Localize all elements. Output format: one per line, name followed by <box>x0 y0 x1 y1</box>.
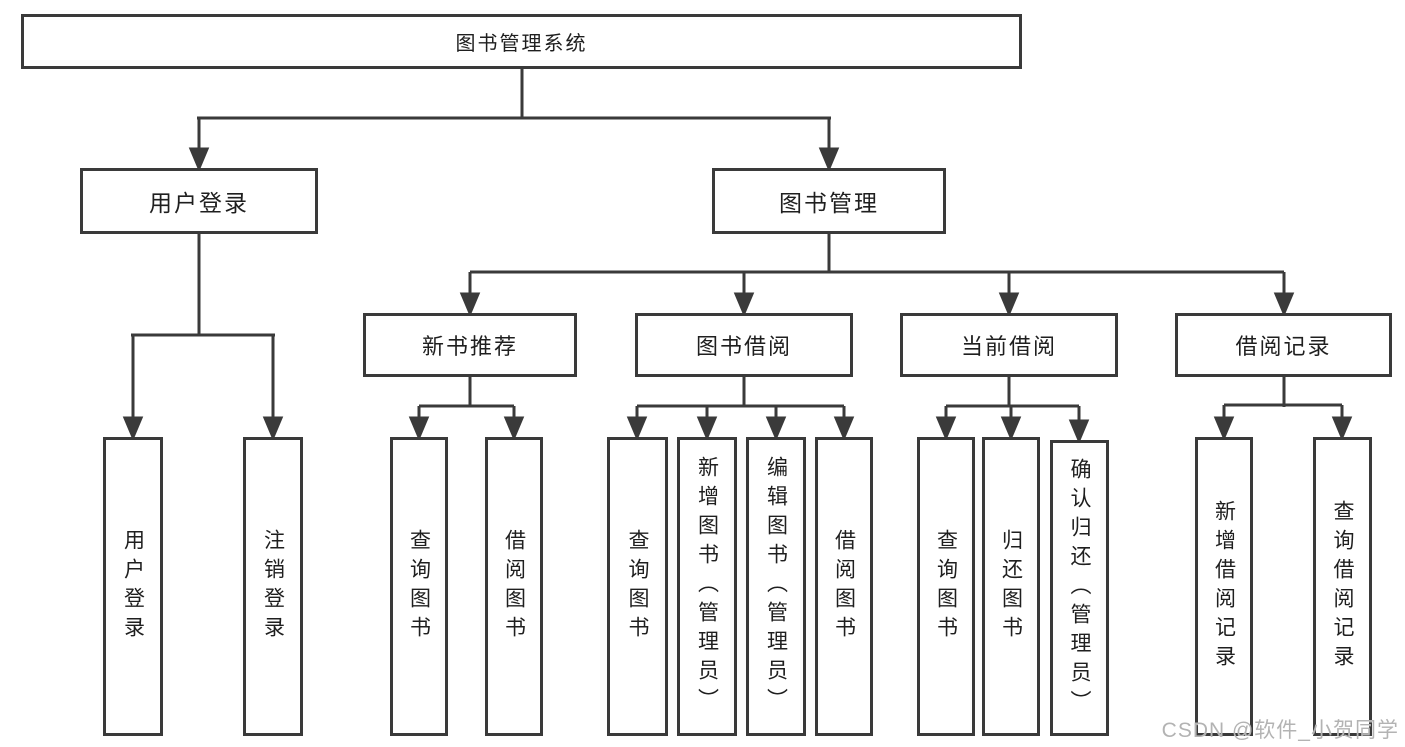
arrow-down-icon <box>1000 416 1022 441</box>
arrow-down-icon <box>935 416 957 441</box>
node-borrowing-records: 借阅记录 <box>1175 313 1392 377</box>
arrow-down-icon <box>818 147 840 172</box>
arrow-down-icon <box>122 416 144 441</box>
leaf-user-login: 用户登录 <box>103 437 163 736</box>
arrow-down-icon <box>503 416 525 441</box>
leaf-add-books-admin: 新增图书（管理员） <box>677 437 737 736</box>
arrow-down-icon <box>696 416 718 441</box>
arrow-down-icon <box>1068 419 1090 444</box>
csdn-watermark: CSDN @软件_小贺同学 <box>1161 719 1399 742</box>
arrow-down-icon <box>1331 416 1353 441</box>
leaf-add-borrow-record: 新增借阅记录 <box>1195 437 1253 736</box>
leaf-query-books-borrow: 查询图书 <box>607 437 668 736</box>
arrow-down-icon <box>408 416 430 441</box>
arrow-down-icon <box>262 416 284 441</box>
arrow-down-icon <box>998 292 1020 317</box>
arrow-down-icon <box>733 292 755 317</box>
leaf-confirm-return-admin: 确认归还（管理员） <box>1050 440 1109 736</box>
leaf-query-books-recommend: 查询图书 <box>390 437 448 736</box>
node-user-login: 用户登录 <box>80 168 318 234</box>
node-book-borrowing: 图书借阅 <box>635 313 853 377</box>
node-book-management: 图书管理 <box>712 168 946 234</box>
leaf-query-borrow-record: 查询借阅记录 <box>1313 437 1372 736</box>
node-library-management-system: 图书管理系统 <box>21 14 1022 69</box>
leaf-borrow-books: 借阅图书 <box>815 437 873 736</box>
arrow-down-icon <box>1273 292 1295 317</box>
arrow-down-icon <box>188 147 210 172</box>
leaf-logout: 注销登录 <box>243 437 303 736</box>
arrow-down-icon <box>1213 416 1235 441</box>
node-new-book-recommend: 新书推荐 <box>363 313 577 377</box>
leaf-edit-books-admin: 编辑图书（管理员） <box>746 437 806 736</box>
arrow-down-icon <box>833 416 855 441</box>
arrow-down-icon <box>459 292 481 317</box>
leaf-borrow-books-recommend: 借阅图书 <box>485 437 543 736</box>
node-current-borrowing: 当前借阅 <box>900 313 1118 377</box>
leaf-return-books: 归还图书 <box>982 437 1040 736</box>
arrow-down-icon <box>626 416 648 441</box>
leaf-query-books-current: 查询图书 <box>917 437 975 736</box>
arrow-down-icon <box>765 416 787 441</box>
